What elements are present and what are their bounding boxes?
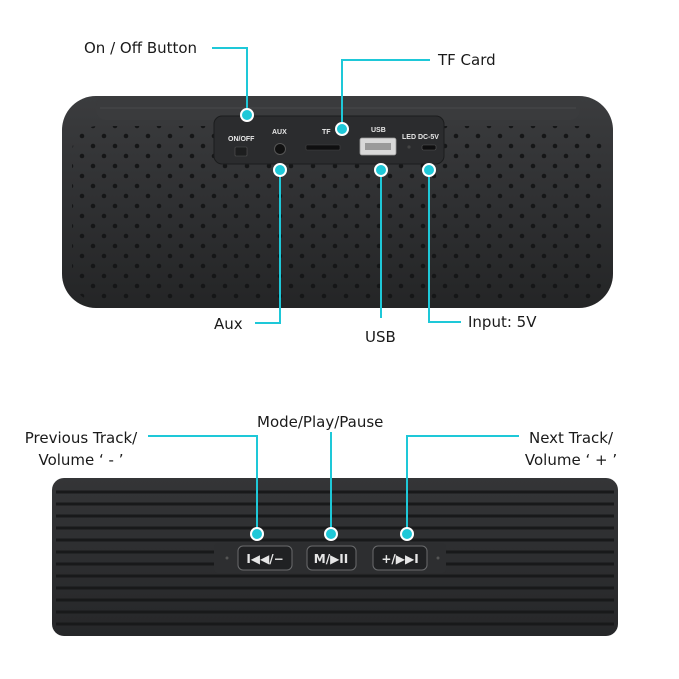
top-callout-markers xyxy=(240,108,436,177)
speaker-grille xyxy=(72,126,603,302)
callout-marker-prev xyxy=(250,527,264,541)
callout-marker-dc xyxy=(422,163,436,177)
power-port-label: ON/OFF xyxy=(228,136,255,143)
next-button-label: +/▶▶I xyxy=(381,552,418,566)
callout-label-prev-line2: Volume ‘ - ’ xyxy=(38,451,124,469)
callout-marker-usb xyxy=(374,163,388,177)
prev-volume-down-button[interactable]: I◀◀/− xyxy=(237,545,293,571)
aux-jack[interactable] xyxy=(274,143,286,155)
next-volume-up-button[interactable]: +/▶▶I xyxy=(372,545,428,571)
callout-label-mode: Mode/Play/Pause xyxy=(257,413,384,431)
callout-label-usb: USB xyxy=(365,328,396,346)
callout-line-aux xyxy=(255,176,281,324)
callout-label-next-line1: Next Track/ xyxy=(528,429,614,447)
callout-label-next: Next Track/ Volume ‘ + ’ xyxy=(521,427,621,471)
speaker-ribs xyxy=(56,490,614,626)
callout-label-aux: Aux xyxy=(214,315,243,333)
tf-card-slot[interactable] xyxy=(305,144,341,151)
speaker-top-view: ON/OFF AUX TF USB LED DC-5V xyxy=(62,96,613,308)
bottom-callout-markers xyxy=(250,527,414,541)
callout-marker-mode xyxy=(324,527,338,541)
top-callouts xyxy=(212,47,461,324)
callout-label-tf: TF Card xyxy=(438,51,496,69)
prev-button-label: I◀◀/− xyxy=(246,552,283,566)
callout-line-power xyxy=(212,47,248,112)
power-switch[interactable] xyxy=(234,146,248,157)
bottom-callouts xyxy=(148,432,519,528)
tf-port-label: TF xyxy=(322,129,331,136)
callout-label-prev: Previous Track/ Volume ‘ - ’ xyxy=(16,427,146,471)
callout-line-tf xyxy=(341,59,430,122)
callout-label-prev-line1: Previous Track/ xyxy=(24,429,138,447)
speaker-bottom-view: I◀◀/− M/▶II +/▶▶I xyxy=(52,478,618,636)
microphone-hole-right xyxy=(436,556,440,560)
callout-line-dc xyxy=(428,176,461,323)
mode-play-pause-button[interactable]: M/▶II xyxy=(306,545,357,571)
dc-port-label: LED DC-5V xyxy=(402,134,439,141)
led-indicator xyxy=(407,145,411,149)
callout-marker-power xyxy=(240,108,254,122)
usb-port-label: USB xyxy=(371,127,386,134)
callout-line-prev xyxy=(148,435,258,528)
callout-label-dc: Input: 5V xyxy=(468,313,537,331)
callout-marker-tf xyxy=(335,122,349,136)
callout-marker-aux xyxy=(273,163,287,177)
callout-label-power: On / Off Button xyxy=(84,39,198,57)
aux-port-label: AUX xyxy=(272,129,287,136)
callout-marker-next xyxy=(400,527,414,541)
mode-button-label: M/▶II xyxy=(314,552,348,566)
callout-line-next xyxy=(406,435,519,528)
dc-input-port[interactable] xyxy=(421,144,437,151)
callout-label-next-line2: Volume ‘ + ’ xyxy=(524,451,618,469)
microphone-hole xyxy=(225,556,229,560)
